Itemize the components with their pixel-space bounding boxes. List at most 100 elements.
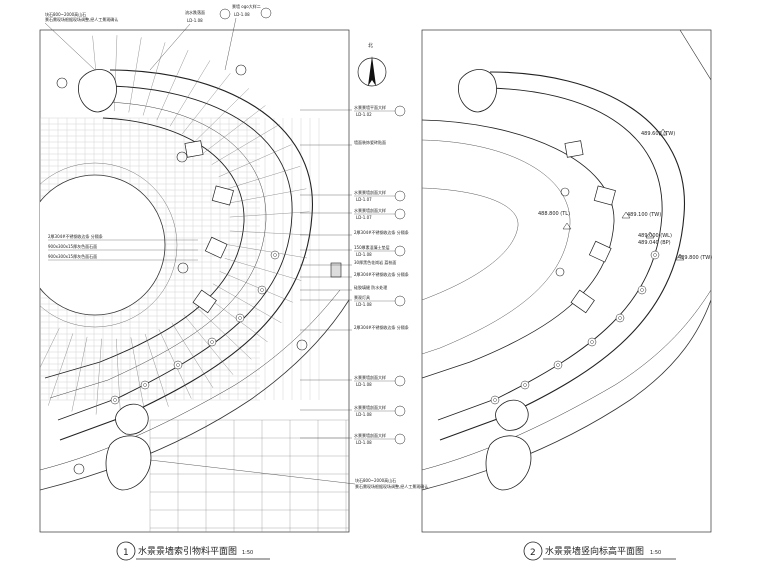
lamp	[173, 360, 183, 370]
elevation-triangle	[562, 222, 572, 230]
index-markers	[56, 64, 308, 475]
lamp-core	[556, 363, 560, 367]
top-callout-2: 景墙 ogo大样二 LD-1.08	[224, 3, 272, 71]
callout-label: 2厚304#不锈钢收边条 分隔条	[354, 324, 409, 330]
seat	[570, 289, 595, 314]
top-callout-1-ref: LD-1.08	[187, 18, 203, 23]
seat	[564, 140, 584, 158]
callout-label: 水景景墙平面大样	[354, 104, 386, 110]
index-marker	[73, 463, 85, 475]
lamp	[110, 395, 120, 405]
title-scale: 1:50	[242, 550, 253, 556]
radial-joint	[144, 333, 169, 407]
lamp-core	[618, 316, 622, 320]
callout-label: 2厚304#不锈钢收边条 分隔条	[354, 229, 409, 235]
seat-group	[184, 140, 234, 314]
index-markers	[555, 187, 570, 277]
radial-joint	[203, 105, 266, 154]
index-marker	[177, 262, 189, 274]
callout-bubble	[394, 405, 406, 417]
callout-ref: LD-1.08	[356, 412, 372, 417]
callout-label: 水景景墙剖面大样	[354, 207, 386, 213]
path-edge	[422, 299, 711, 491]
plan-left: 块石800~2000高山石 景石需现场根据现场调整,经人工景观确认 2厚304#…	[39, 3, 428, 561]
radial-joint	[182, 73, 231, 135]
lamp	[587, 337, 597, 347]
north-arrow: 北	[357, 42, 387, 87]
radial-joint	[142, 42, 166, 116]
feature-wall-inner	[437, 87, 663, 421]
callout-label: 150厚素混凝土垫层	[354, 244, 390, 250]
top-callout-1-label: 流水跌落面	[185, 9, 205, 15]
elevation-markers	[562, 128, 685, 261]
radial-joint	[169, 60, 211, 127]
callout-label: 30厚黑色花岗岩 荔枝面	[354, 259, 396, 265]
feature-wall-outer	[59, 69, 313, 441]
callout-label: 墙面装饰瓷砖贴面	[354, 139, 386, 145]
radial-joint	[224, 166, 301, 190]
lamp	[490, 395, 500, 405]
lamp	[270, 250, 280, 260]
north-label: 北	[368, 42, 373, 49]
paving-grid-south	[149, 419, 349, 532]
seat	[192, 289, 217, 314]
index-marker	[56, 77, 68, 89]
lamp-core	[640, 288, 644, 292]
radial-joint	[71, 336, 88, 412]
right-callouts: 水景景墙平面大样LD-1.02墙面装饰瓷砖贴面水景景墙剖面大样LD-1.07水景…	[300, 104, 409, 445]
band-edge-2	[422, 139, 571, 355]
callout-bubble	[394, 375, 406, 387]
callout-ref: LD-1.02	[356, 112, 372, 117]
lamp	[553, 360, 563, 370]
seat	[184, 140, 204, 158]
top-callout-2-label: 景墙 ogo大样二	[232, 3, 261, 9]
bottom-note-leader	[149, 459, 356, 485]
lamp-row	[490, 250, 660, 405]
diagonal-edge	[679, 30, 711, 81]
callout-label: 水景景墙剖面大样	[354, 432, 386, 438]
radial-joint	[224, 258, 302, 281]
title-number: 1	[123, 548, 129, 558]
elevation-label: 489.600 (TW)	[641, 131, 675, 137]
top-note-line2: 景石需现场根据现场调整,经人工景观确认	[45, 16, 118, 22]
lamp-core	[143, 383, 147, 387]
callout-leader	[224, 17, 237, 71]
lamp	[207, 337, 217, 347]
lamp	[140, 380, 150, 390]
lamp	[637, 285, 647, 295]
title-number-circle	[116, 541, 136, 561]
top-callout-1: 流水跌落面 LD-1.08	[149, 8, 231, 71]
lamp-core	[210, 340, 214, 344]
radial-joint	[194, 305, 252, 360]
diagonal-edge	[318, 30, 349, 80]
paving-label-3: 900x300x15厚灰色面石面	[48, 253, 97, 259]
elevation-triangle	[658, 128, 668, 136]
boulder-group	[78, 69, 152, 491]
callout-bubble	[394, 105, 406, 117]
lamp-core	[653, 253, 657, 257]
seat	[593, 185, 616, 206]
lamp-core	[523, 383, 527, 387]
callout-bubble	[394, 190, 406, 202]
pool-edge	[422, 187, 519, 301]
lamp	[650, 250, 660, 260]
callout-label: 水景景墙剖面大样	[354, 404, 386, 410]
callout-bubble	[260, 7, 272, 19]
lamp-core	[260, 288, 264, 292]
callout-bubble	[394, 295, 406, 307]
title-text: 水景景墙索引物料平面图	[138, 545, 237, 557]
elevation-label: 488.800 (TL)	[538, 211, 570, 217]
boulder	[485, 435, 532, 491]
elevation-label: 489.000 (WL)	[638, 233, 672, 239]
lamp-core	[273, 253, 277, 257]
seat-group	[564, 140, 616, 314]
callout-bubble	[394, 245, 406, 257]
radial-joint	[128, 37, 142, 113]
title-number: 2	[530, 548, 536, 558]
lamp-core	[493, 398, 497, 402]
radial-joint	[228, 244, 307, 259]
path-edge-2	[422, 289, 711, 471]
callout-label: 景观灯具	[354, 294, 370, 300]
radial-joint	[48, 333, 74, 406]
callout-bubble	[394, 208, 406, 220]
